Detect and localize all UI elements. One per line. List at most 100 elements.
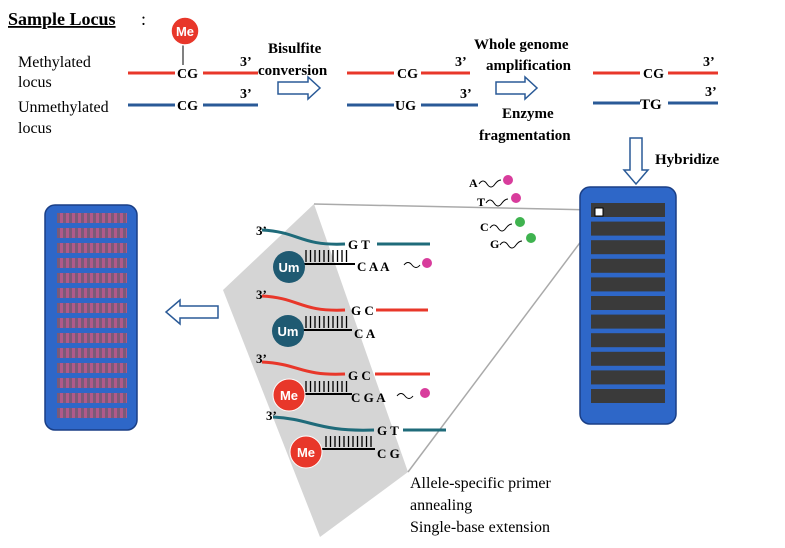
zoom-line-top [313, 203, 596, 211]
free-nucleotide-a: A [469, 176, 478, 190]
beadchip-slot [591, 240, 665, 255]
hybridize-arrow-icon [622, 137, 650, 186]
converted-methylated-3prime: 3’ [455, 55, 467, 70]
beadchip-slot [591, 351, 665, 366]
scanned-array-row [57, 228, 127, 238]
free-nucleotide-t: T [477, 195, 485, 209]
probe4-3prime: 3’ [266, 408, 277, 423]
probe1-hydrogen-bonds [305, 250, 348, 262]
probe2-hydrogen-bonds [305, 316, 348, 328]
enzyme-label-line2: fragmentation [479, 128, 571, 144]
probe1-linker [403, 262, 421, 268]
unmethylated-label-line2: locus [18, 120, 52, 137]
scanned-array-row [57, 318, 127, 328]
beadchip-slot [591, 370, 665, 385]
methylated-label-line2: locus [18, 74, 52, 91]
scanned-array-row [57, 243, 127, 253]
probe2-target-strand [261, 294, 346, 312]
probe4-top-bases: G T [377, 423, 399, 438]
bisulfite-label-line2: conversion [258, 63, 328, 79]
scanned-array-row [57, 348, 127, 358]
probe4-bead-label: Me [297, 445, 315, 460]
scanned-array-row [57, 273, 127, 283]
zoom-panel [223, 204, 408, 537]
methylated-label-line1: Methylated [18, 54, 91, 71]
amplified-methylated-cg: CG [643, 67, 664, 82]
scanned-array-row [57, 393, 127, 403]
methyl-group-label: Me [176, 24, 194, 39]
magenta-dye-icon [503, 175, 513, 185]
probe2-3prime: 3’ [256, 287, 267, 302]
assay-label-line1: Allele-specific primer [410, 475, 551, 492]
readout-arrow-icon [164, 298, 219, 326]
scanned-array-row [57, 363, 127, 373]
free-nucleotide-c: C [480, 220, 489, 234]
probe1-bead-label: Um [279, 260, 300, 275]
linker-c [489, 223, 513, 232]
probe1-top-bases: G T [348, 237, 370, 252]
probe1-extension-bases: C A A [357, 259, 390, 274]
magenta-dye-icon [422, 258, 432, 268]
probe3-3prime: 3’ [256, 351, 267, 366]
methylated-cg: CG [177, 67, 198, 82]
amplified-unmethylated-tg: TG [640, 97, 662, 113]
assay-label-line2: annealing [410, 497, 472, 514]
unmethylated-label-line1: Unmethylated [18, 99, 109, 116]
scanned-array-row [57, 378, 127, 388]
wga-label-line2: amplification [486, 58, 572, 74]
methyl-group-icon [170, 16, 200, 46]
beadchip-rows [591, 203, 665, 403]
beadchip-slot [591, 277, 665, 292]
probe2-top-bases: G C [351, 303, 374, 318]
assay-label-line3: Single-base extension [410, 519, 550, 536]
beadchip-slot [591, 333, 665, 348]
converted-unmethylated-3prime: 3’ [460, 87, 472, 102]
beadchip-slot [591, 296, 665, 310]
hybridize-label: Hybridize [655, 152, 720, 168]
green-dye-icon [515, 217, 525, 227]
probe2-extension-bases: C A [354, 326, 376, 341]
probe1-3prime: 3’ [256, 223, 267, 238]
probe3-hydrogen-bonds [305, 381, 348, 392]
scanned-array-row [57, 408, 127, 418]
unmethylated-3prime: 3’ [240, 87, 252, 102]
beadchip-slot [591, 221, 665, 236]
probe4-extension-bases: C G [377, 446, 400, 461]
unmethylated-bead-icon [273, 251, 305, 283]
enzyme-label-line1: Enzyme [502, 106, 554, 122]
linker-t [485, 198, 509, 207]
converted-methylated-cg: CG [397, 67, 418, 82]
page-title: Sample Locus [8, 9, 116, 29]
methylated-bead-icon [289, 435, 323, 469]
scanned-array-row [57, 333, 127, 343]
scanned-array-row [57, 258, 127, 268]
wga-label-line1: Whole genome [474, 37, 569, 53]
bisulfite-label-line1: Bisulfite [268, 41, 322, 57]
unmethylated-bead-icon [272, 315, 304, 347]
beadchip-slot [591, 389, 665, 403]
amplified-methylated-3prime: 3’ [703, 55, 715, 70]
probe3-bead-label: Me [280, 388, 298, 403]
probe2-bead-label: Um [278, 324, 299, 339]
probe1-target-strand [261, 228, 346, 246]
free-nucleotide-g: G [490, 237, 499, 251]
green-dye-icon [526, 233, 536, 243]
zoom-line-bottom [407, 215, 601, 473]
scanned-array-row [57, 213, 127, 223]
probe4-hydrogen-bonds [325, 436, 372, 447]
scanned-array-rows [57, 213, 127, 418]
bisulfite-arrow-icon [277, 75, 322, 101]
beadchip-slot [591, 314, 665, 329]
unmethylated-cg: CG [177, 99, 198, 114]
linker-g [499, 240, 523, 249]
selected-bead-marker [594, 207, 604, 217]
scanned-array-row [57, 288, 127, 298]
beadchip-slot [591, 258, 665, 273]
magenta-dye-icon [511, 193, 521, 203]
linker-a [478, 179, 502, 188]
methylated-bead-icon [272, 378, 306, 412]
magenta-dye-icon [420, 388, 430, 398]
probe4-target-strand [272, 415, 375, 432]
